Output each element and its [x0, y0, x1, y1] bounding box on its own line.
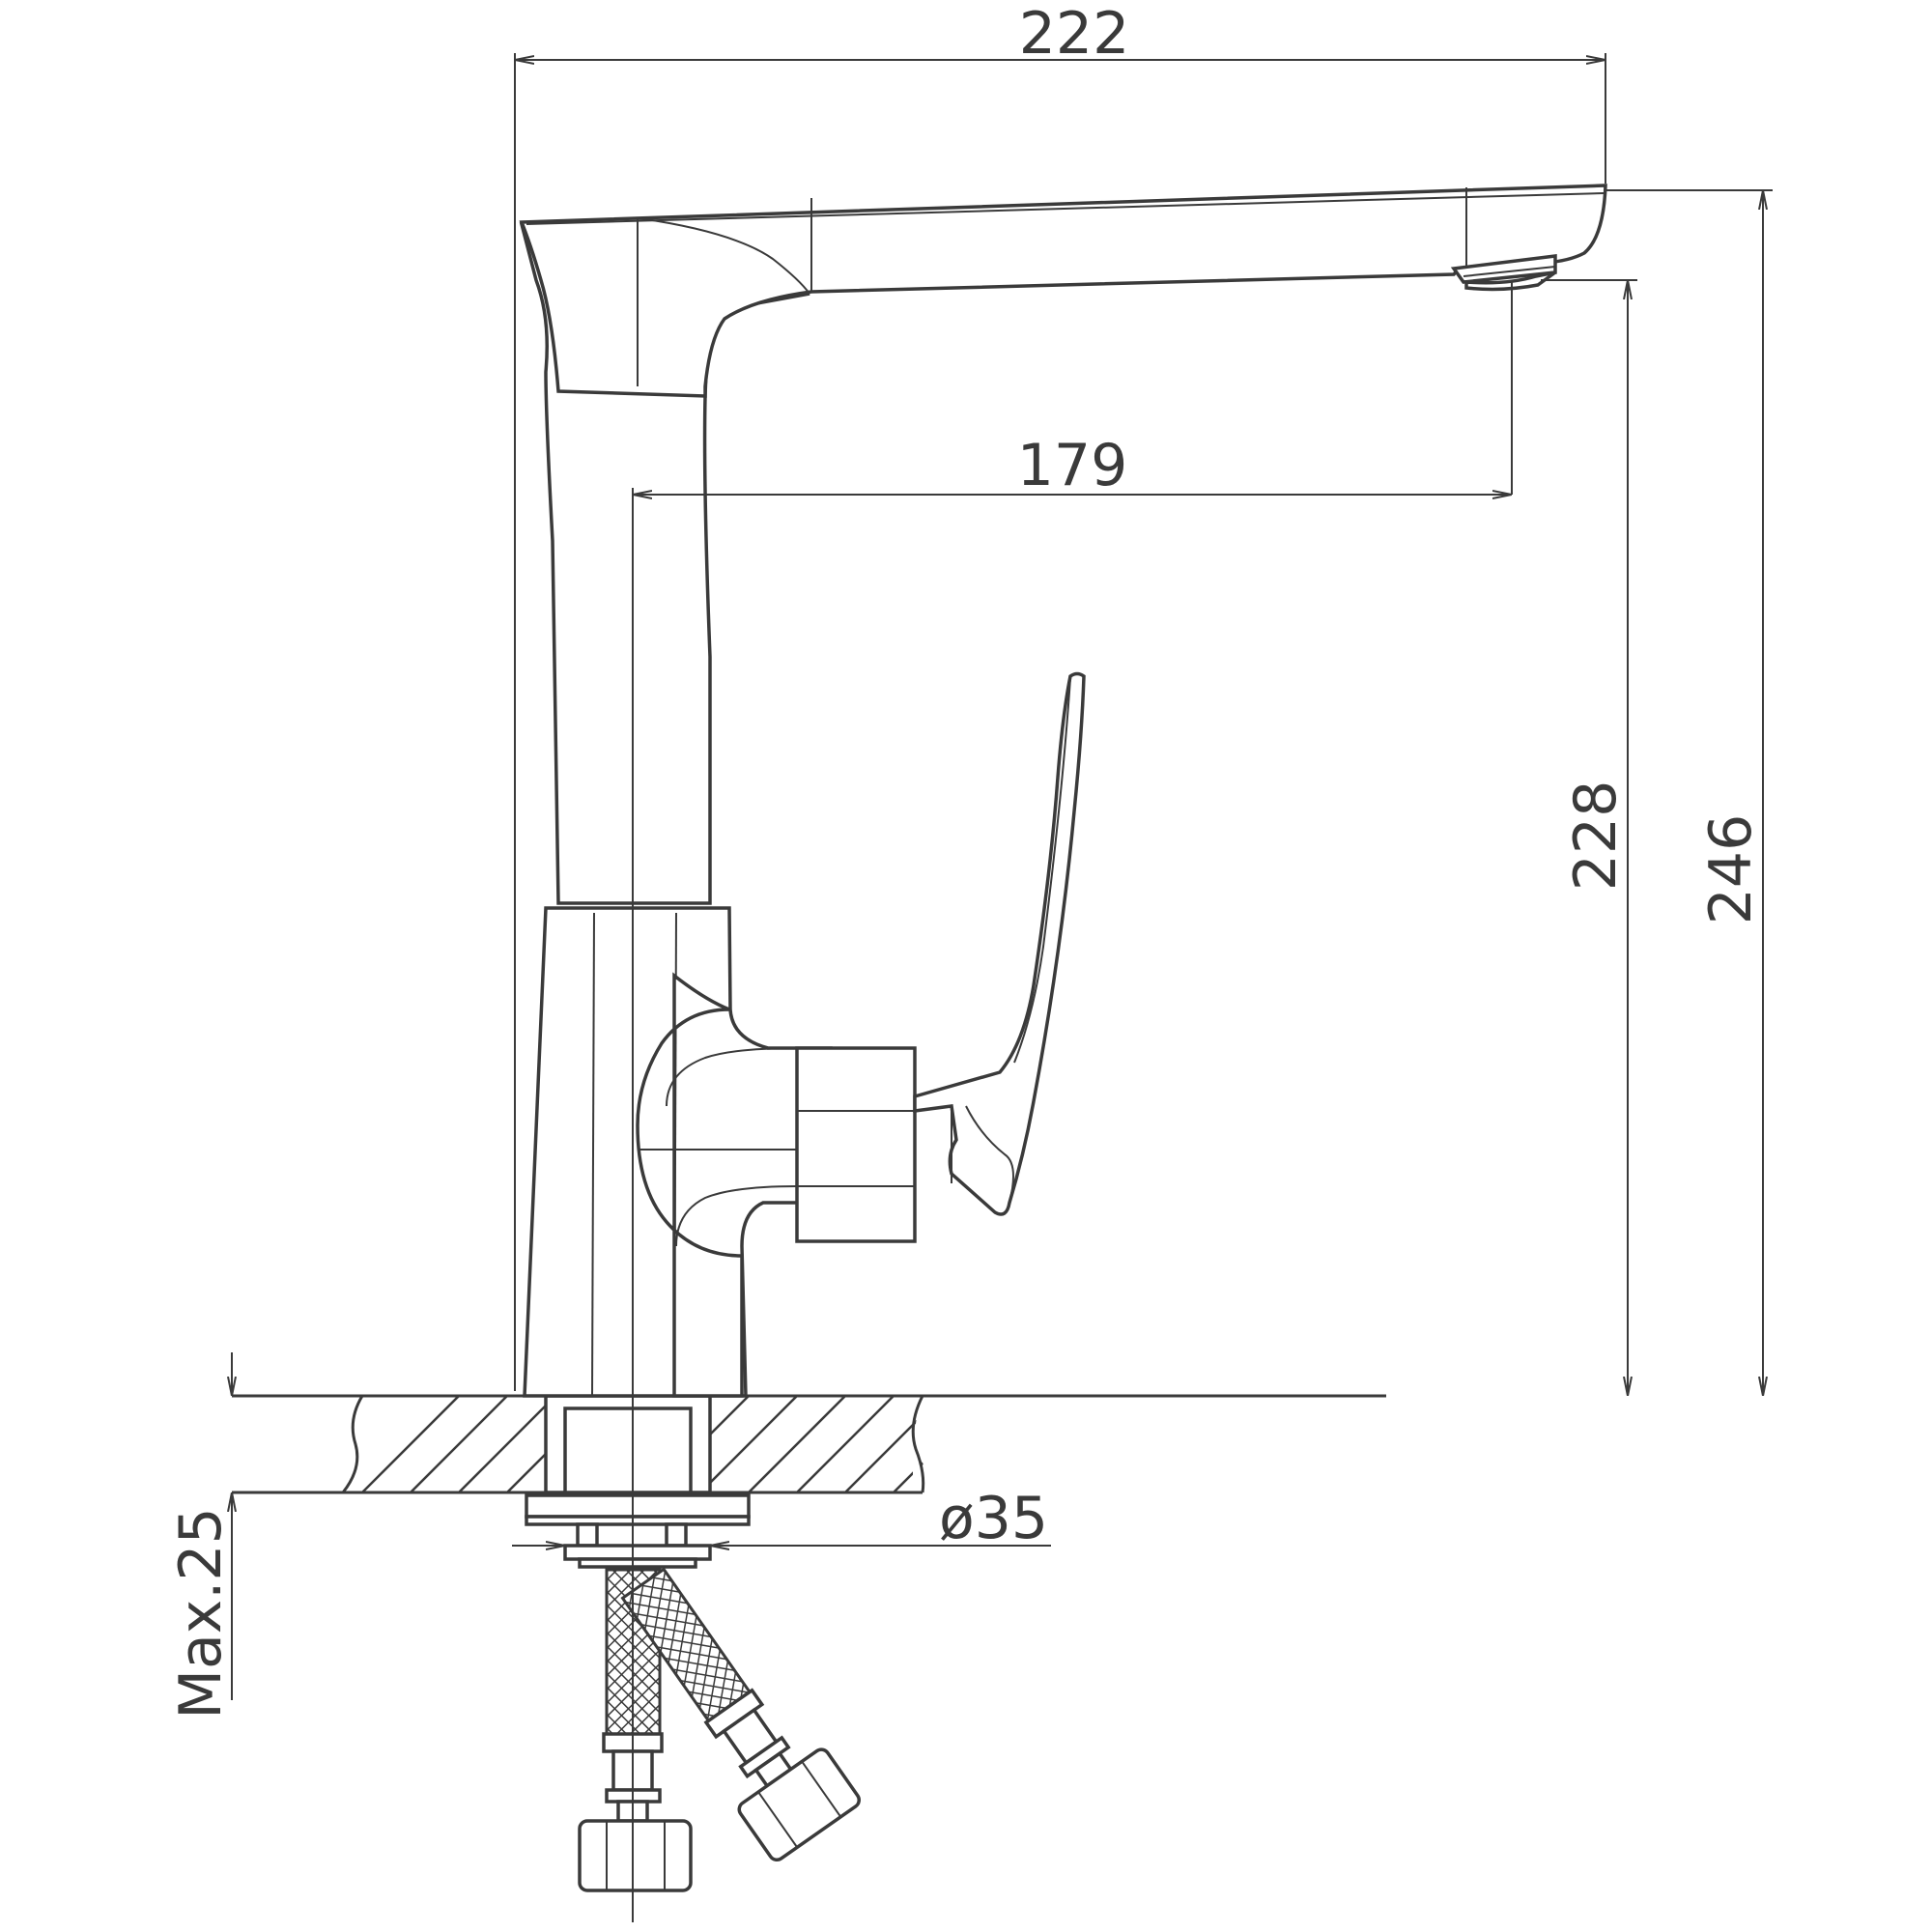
- fixing-nut-assembly: [525, 1493, 751, 1569]
- dimension-max-thickness: Max.25: [167, 1352, 235, 1719]
- dimension-label-max-25: Max.25: [167, 1507, 235, 1719]
- dimension-total-height: 246: [1605, 189, 1773, 1396]
- dimension-label-222: 222: [1019, 0, 1130, 68]
- dimension-spout-height: 228: [1541, 279, 1637, 1396]
- flexible-hoses: [578, 1567, 861, 1892]
- countertop-section: [232, 1394, 1386, 1495]
- dimension-label-228: 228: [1562, 781, 1630, 892]
- dimension-label-179: 179: [1017, 432, 1128, 499]
- dimension-label-246: 246: [1697, 814, 1765, 925]
- dimension-spout-reach: 179: [632, 280, 1513, 1922]
- dimension-hole-diameter: ø35: [512, 1485, 1051, 1552]
- faucet-body: [519, 184, 1607, 1398]
- dimension-label-diameter: ø35: [939, 1485, 1048, 1552]
- dimension-overall-length: 222: [514, 0, 1606, 1391]
